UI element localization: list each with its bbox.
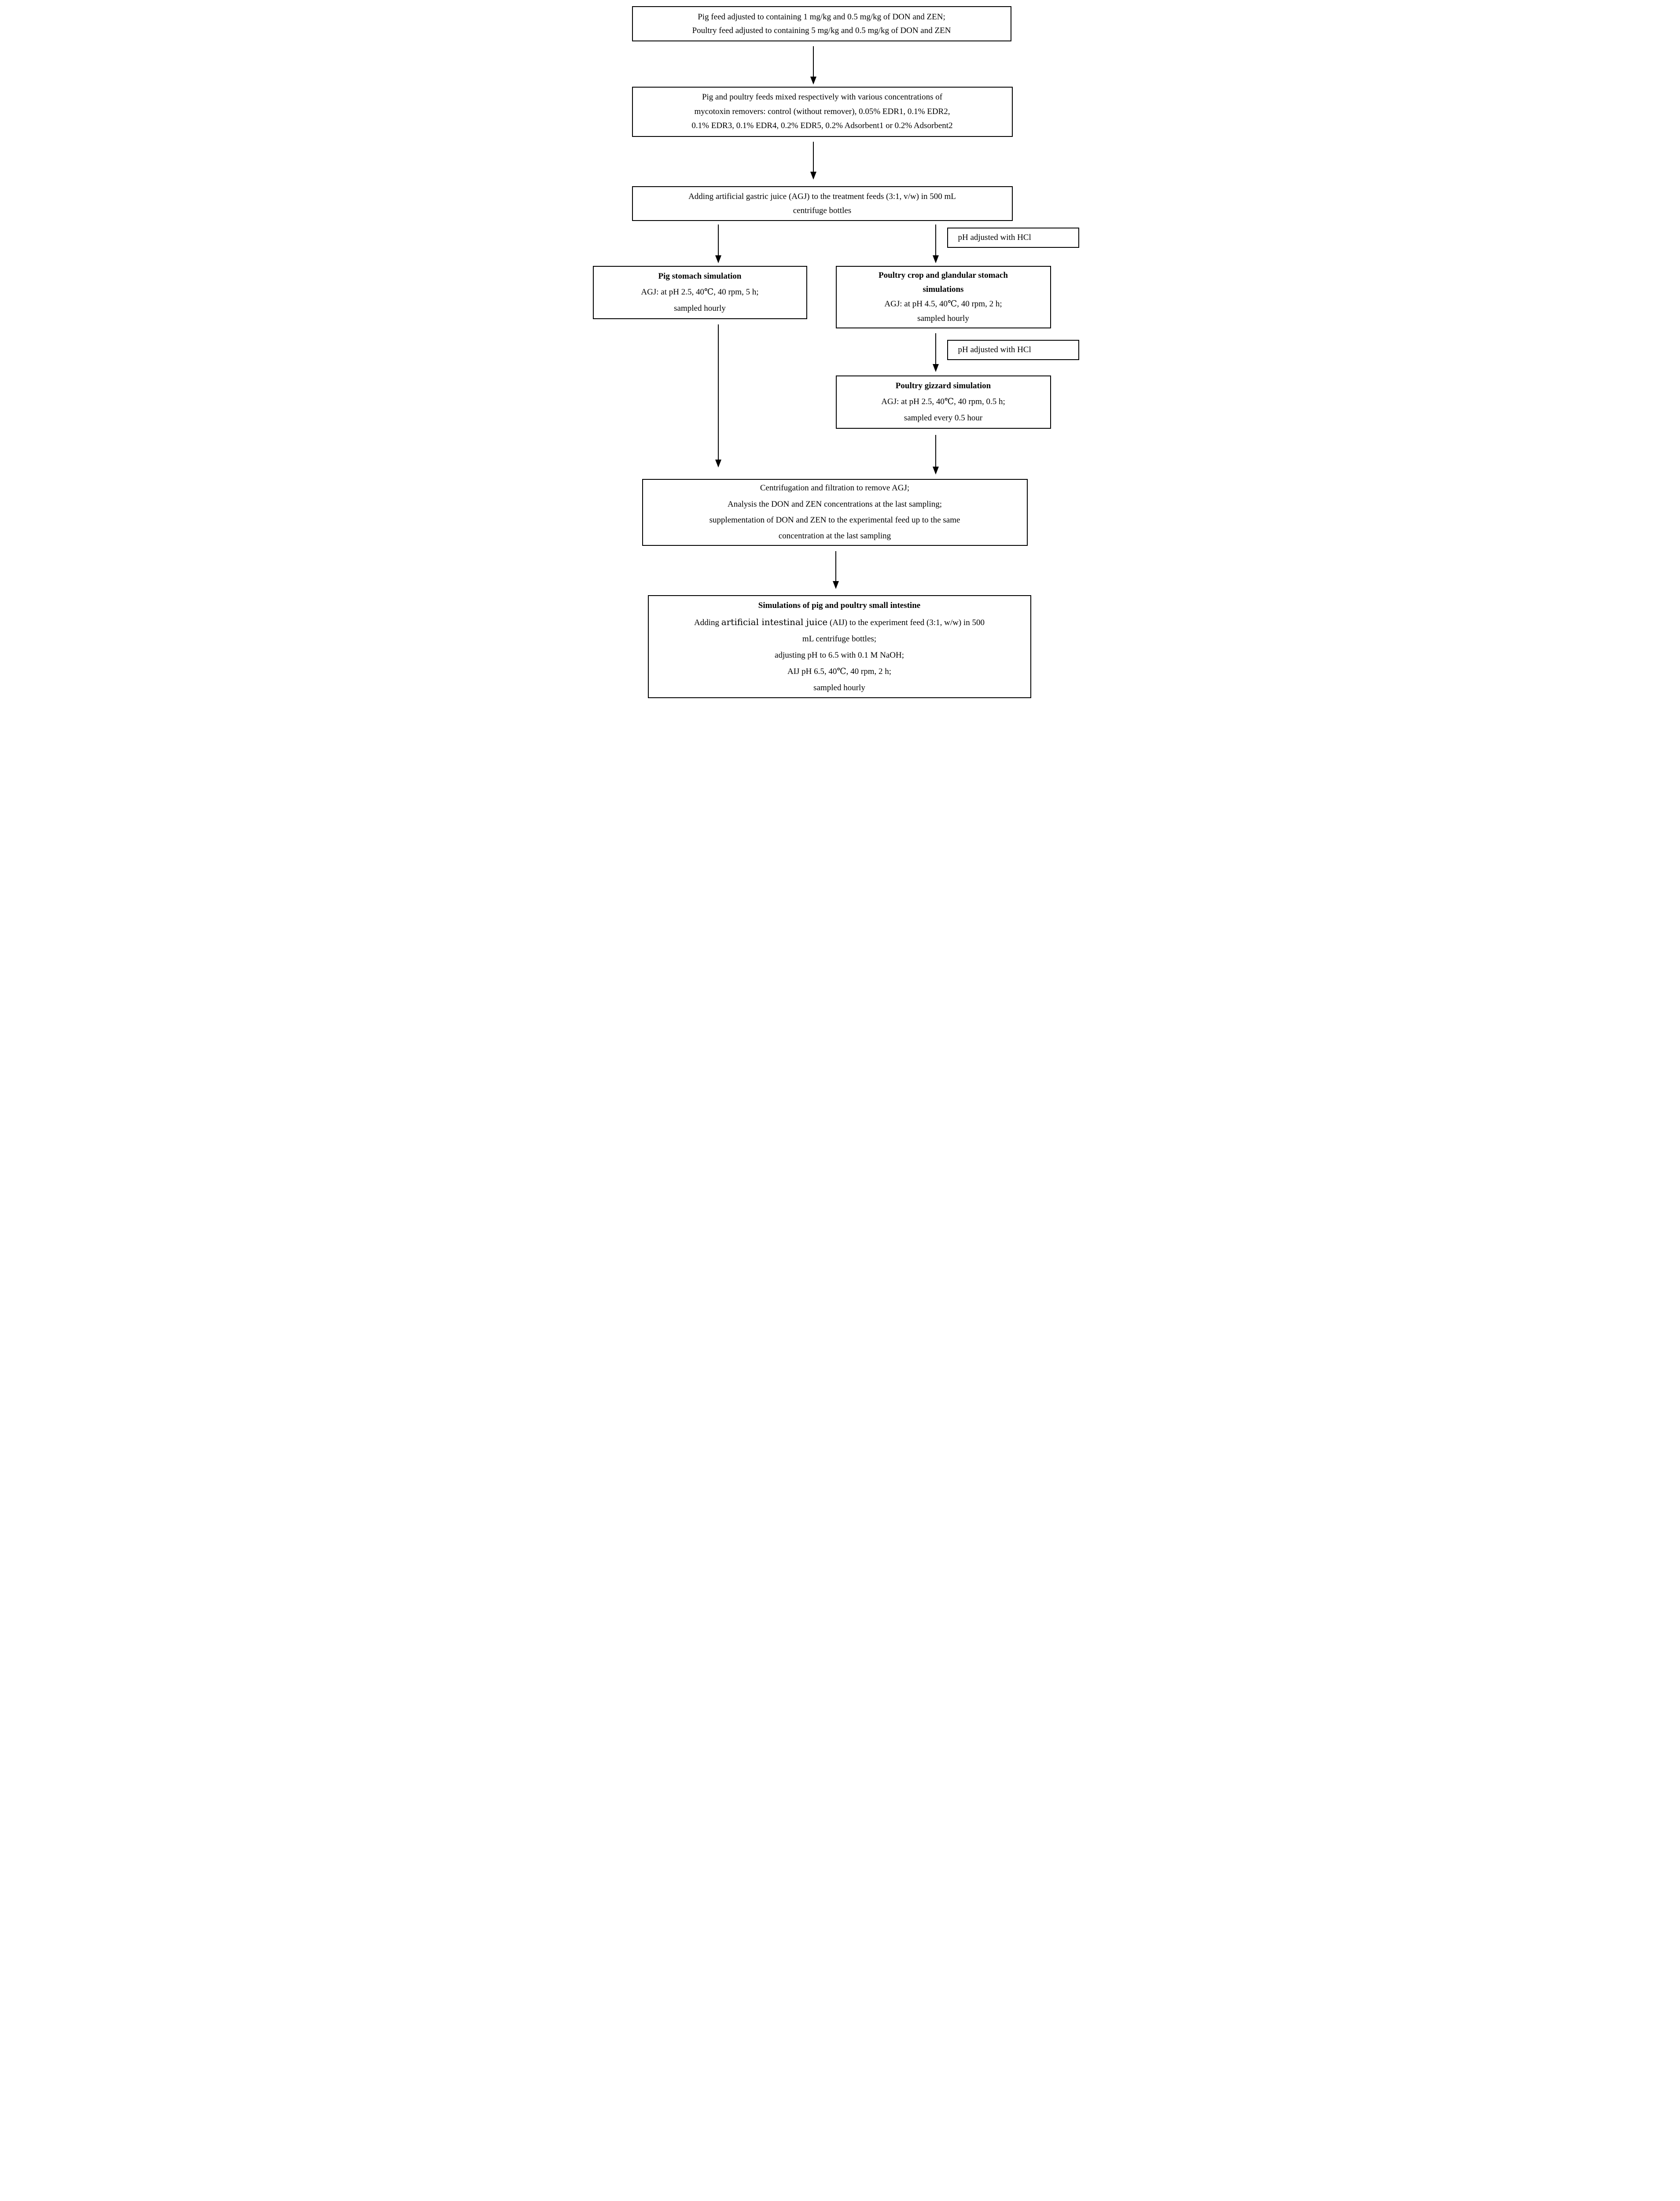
arrow-agj-to-pig-stomach — [717, 225, 719, 255]
flowchart: Pig feed adjusted to containing 1 mg/kg … — [588, 0, 1092, 701]
box-line: 0.1% EDR3, 0.1% EDR4, 0.2% EDR5, 0.2% Ad… — [691, 121, 953, 131]
arrow-pig-to-centrifugation — [717, 324, 719, 460]
box-feed-adjustment: Pig feed adjusted to containing 1 mg/kg … — [632, 6, 1011, 41]
arrow-mixing-to-agj — [812, 142, 814, 172]
box-line: mL centrifuge bottles; — [802, 634, 877, 644]
box-line: Analysis the DON and ZEN concentrations … — [727, 499, 942, 509]
box-small-intestine-simulation: Simulations of pig and poultry small int… — [647, 595, 1031, 698]
line-special-phrase: artificial intestinal juice — [721, 616, 828, 627]
box-line: sampled hourly — [917, 313, 969, 323]
box-line: sampled every 0.5 hour — [904, 413, 983, 423]
box-title: simulations — [923, 285, 964, 294]
arrow-gizzard-to-centrifugation — [935, 435, 936, 467]
box-title: Poultry gizzard simulation — [895, 381, 991, 390]
box-line: concentration at the last sampling — [778, 531, 891, 541]
box-poultry-crop-simulation: Poultry crop and glandular stomach simul… — [835, 266, 1051, 328]
box-ph-adjust-hcl-1: pH adjusted with HCl — [947, 228, 1079, 248]
box-line: AGJ: at pH 2.5, 40℃, 40 rpm, 5 h; — [641, 287, 759, 297]
box-line: AGJ: at pH 4.5, 40℃, 40 rpm, 2 h; — [884, 299, 1002, 309]
arrow-crop-to-gizzard — [935, 333, 936, 364]
box-line: Adding artificial gastric juice (AGJ) to… — [688, 192, 956, 202]
arrow-feed-to-mixing — [812, 46, 814, 77]
box-line: AGJ: at pH 2.5, 40℃, 40 rpm, 0.5 h; — [881, 397, 1005, 407]
box-line: adjusting pH to 6.5 with 0.1 M NaOH; — [775, 651, 904, 660]
line-suffix: (AIJ) to the experiment feed (3:1, w/w) … — [827, 618, 985, 627]
box-pig-stomach-simulation: Pig stomach simulation AGJ: at pH 2.5, 4… — [592, 266, 807, 319]
box-line: sampled hourly — [674, 303, 726, 313]
box-line: sampled hourly — [813, 683, 865, 693]
arrow-agj-to-poultry-crop — [935, 225, 936, 255]
line-prefix: Adding — [694, 618, 721, 627]
box-line: AIJ pH 6.5, 40℃, 40 rpm, 2 h; — [787, 667, 892, 677]
box-poultry-gizzard-simulation: Poultry gizzard simulation AGJ: at pH 2.… — [835, 375, 1051, 429]
box-ph-adjust-hcl-2: pH adjusted with HCl — [947, 340, 1079, 360]
box-line: Poultry feed adjusted to containing 5 mg… — [692, 26, 951, 35]
box-agj-addition: Adding artificial gastric juice (AGJ) to… — [632, 186, 1013, 221]
arrow-centrifugation-to-intestine — [835, 551, 836, 581]
box-line: Adding artificial intestinal juice (AIJ)… — [649, 614, 1030, 631]
box-mycotoxin-removers: Pig and poultry feeds mixed respectively… — [632, 87, 1013, 137]
box-line: Pig and poultry feeds mixed respectively… — [702, 92, 943, 102]
box-title: Poultry crop and glandular stomach — [879, 270, 1008, 280]
box-line: Centrifugation and filtration to remove … — [760, 483, 910, 493]
box-centrifugation-filtration: Centrifugation and filtration to remove … — [642, 479, 1028, 546]
box-line: mycotoxin removers: control (without rem… — [694, 107, 950, 116]
box-line: supplementation of DON and ZEN to the ex… — [709, 515, 960, 525]
box-line: centrifuge bottles — [793, 206, 852, 215]
box-title: Simulations of pig and poultry small int… — [758, 600, 921, 610]
box-title: Pig stomach simulation — [658, 271, 742, 281]
box-line: Pig feed adjusted to containing 1 mg/kg … — [698, 12, 945, 22]
